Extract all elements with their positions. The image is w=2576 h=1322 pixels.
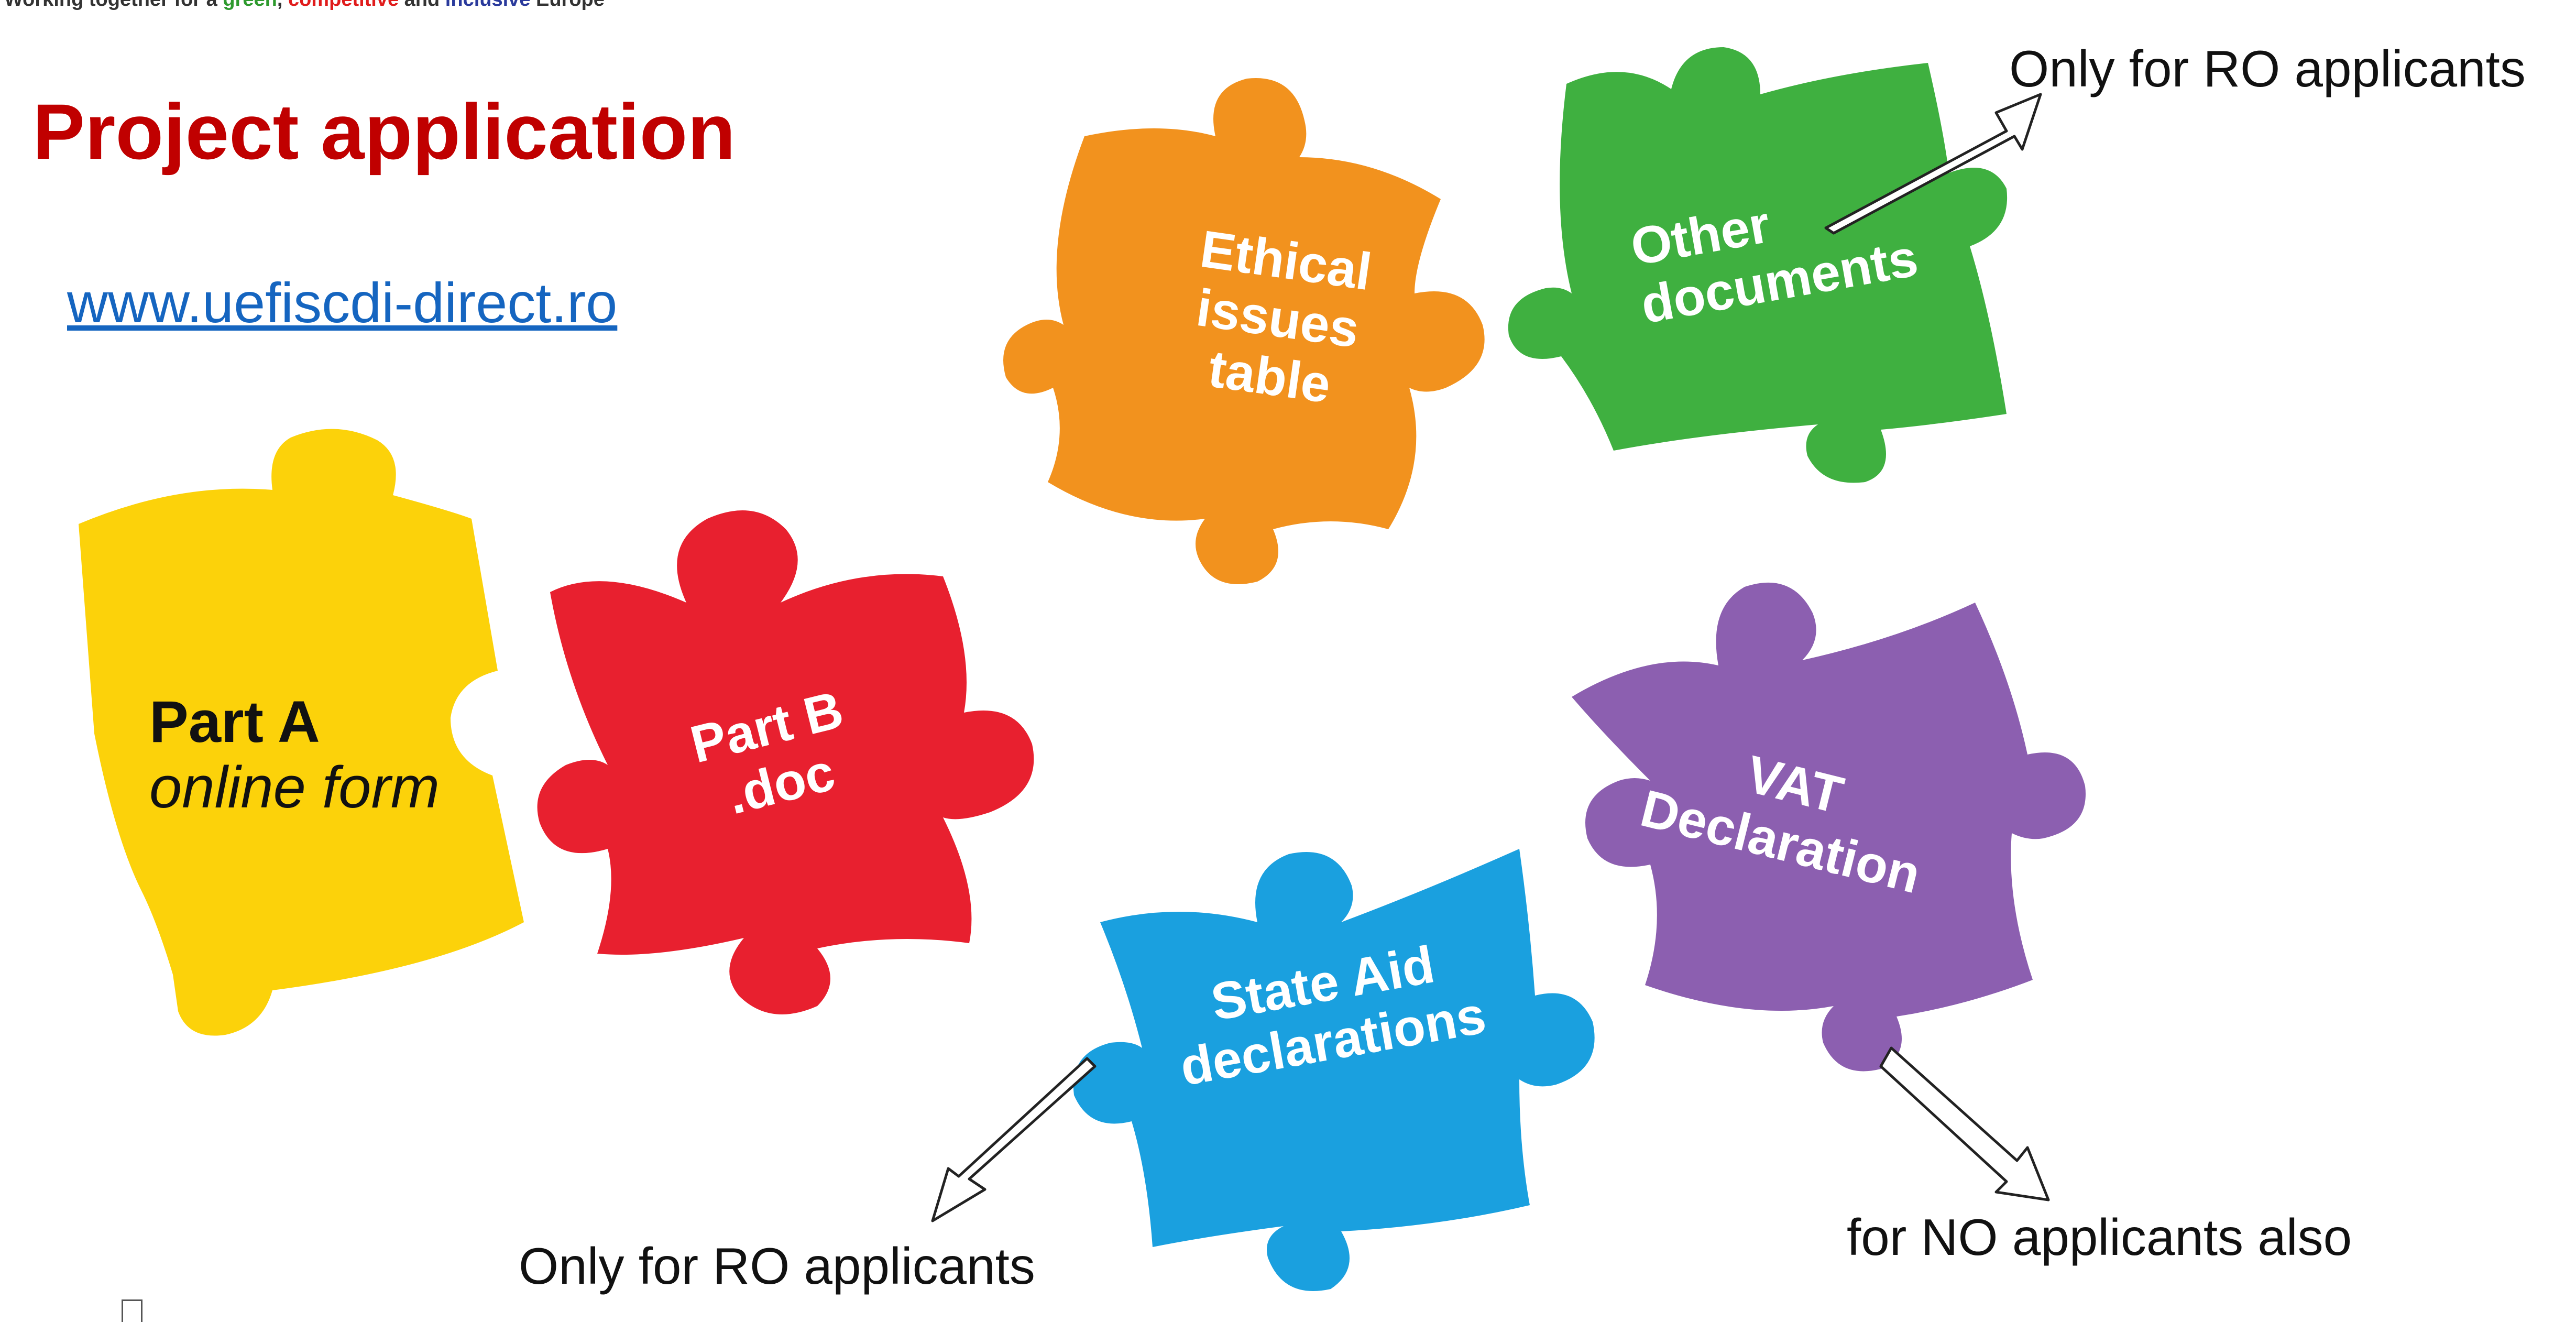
ethical-label: Ethical issues table <box>1180 220 1375 418</box>
puzzle-piece-other <box>1508 47 2008 483</box>
puzzle-piece-ethical <box>1003 78 1485 584</box>
puzzle-piece-part-b <box>537 510 1034 1014</box>
puzzle-piece-vat <box>1572 582 2086 1072</box>
website-link[interactable]: www.uefiscdi-direct.ro <box>67 271 618 334</box>
arrow-top-right <box>1824 93 2042 235</box>
tagline: Working together for a green, competitiv… <box>4 0 605 11</box>
arrow-bottom-right <box>1879 1046 2050 1201</box>
page-title: Project application <box>32 88 736 176</box>
note-bottom-right: for NO applicants also <box>1847 1208 2352 1266</box>
part-a-title: Part A <box>149 689 320 755</box>
note-top-right: Only for RO applicants <box>2009 40 2526 97</box>
note-bottom-left: Only for RO applicants <box>519 1237 1035 1295</box>
puzzle-piece-state-aid <box>1073 849 1595 1291</box>
cursor-icon <box>122 1299 142 1322</box>
part-a-subtitle: online form <box>149 755 440 821</box>
arrow-bottom-left <box>931 1057 1097 1222</box>
part-a-label: Part A online form <box>149 689 440 821</box>
puzzle-piece-part-a <box>79 429 524 1036</box>
